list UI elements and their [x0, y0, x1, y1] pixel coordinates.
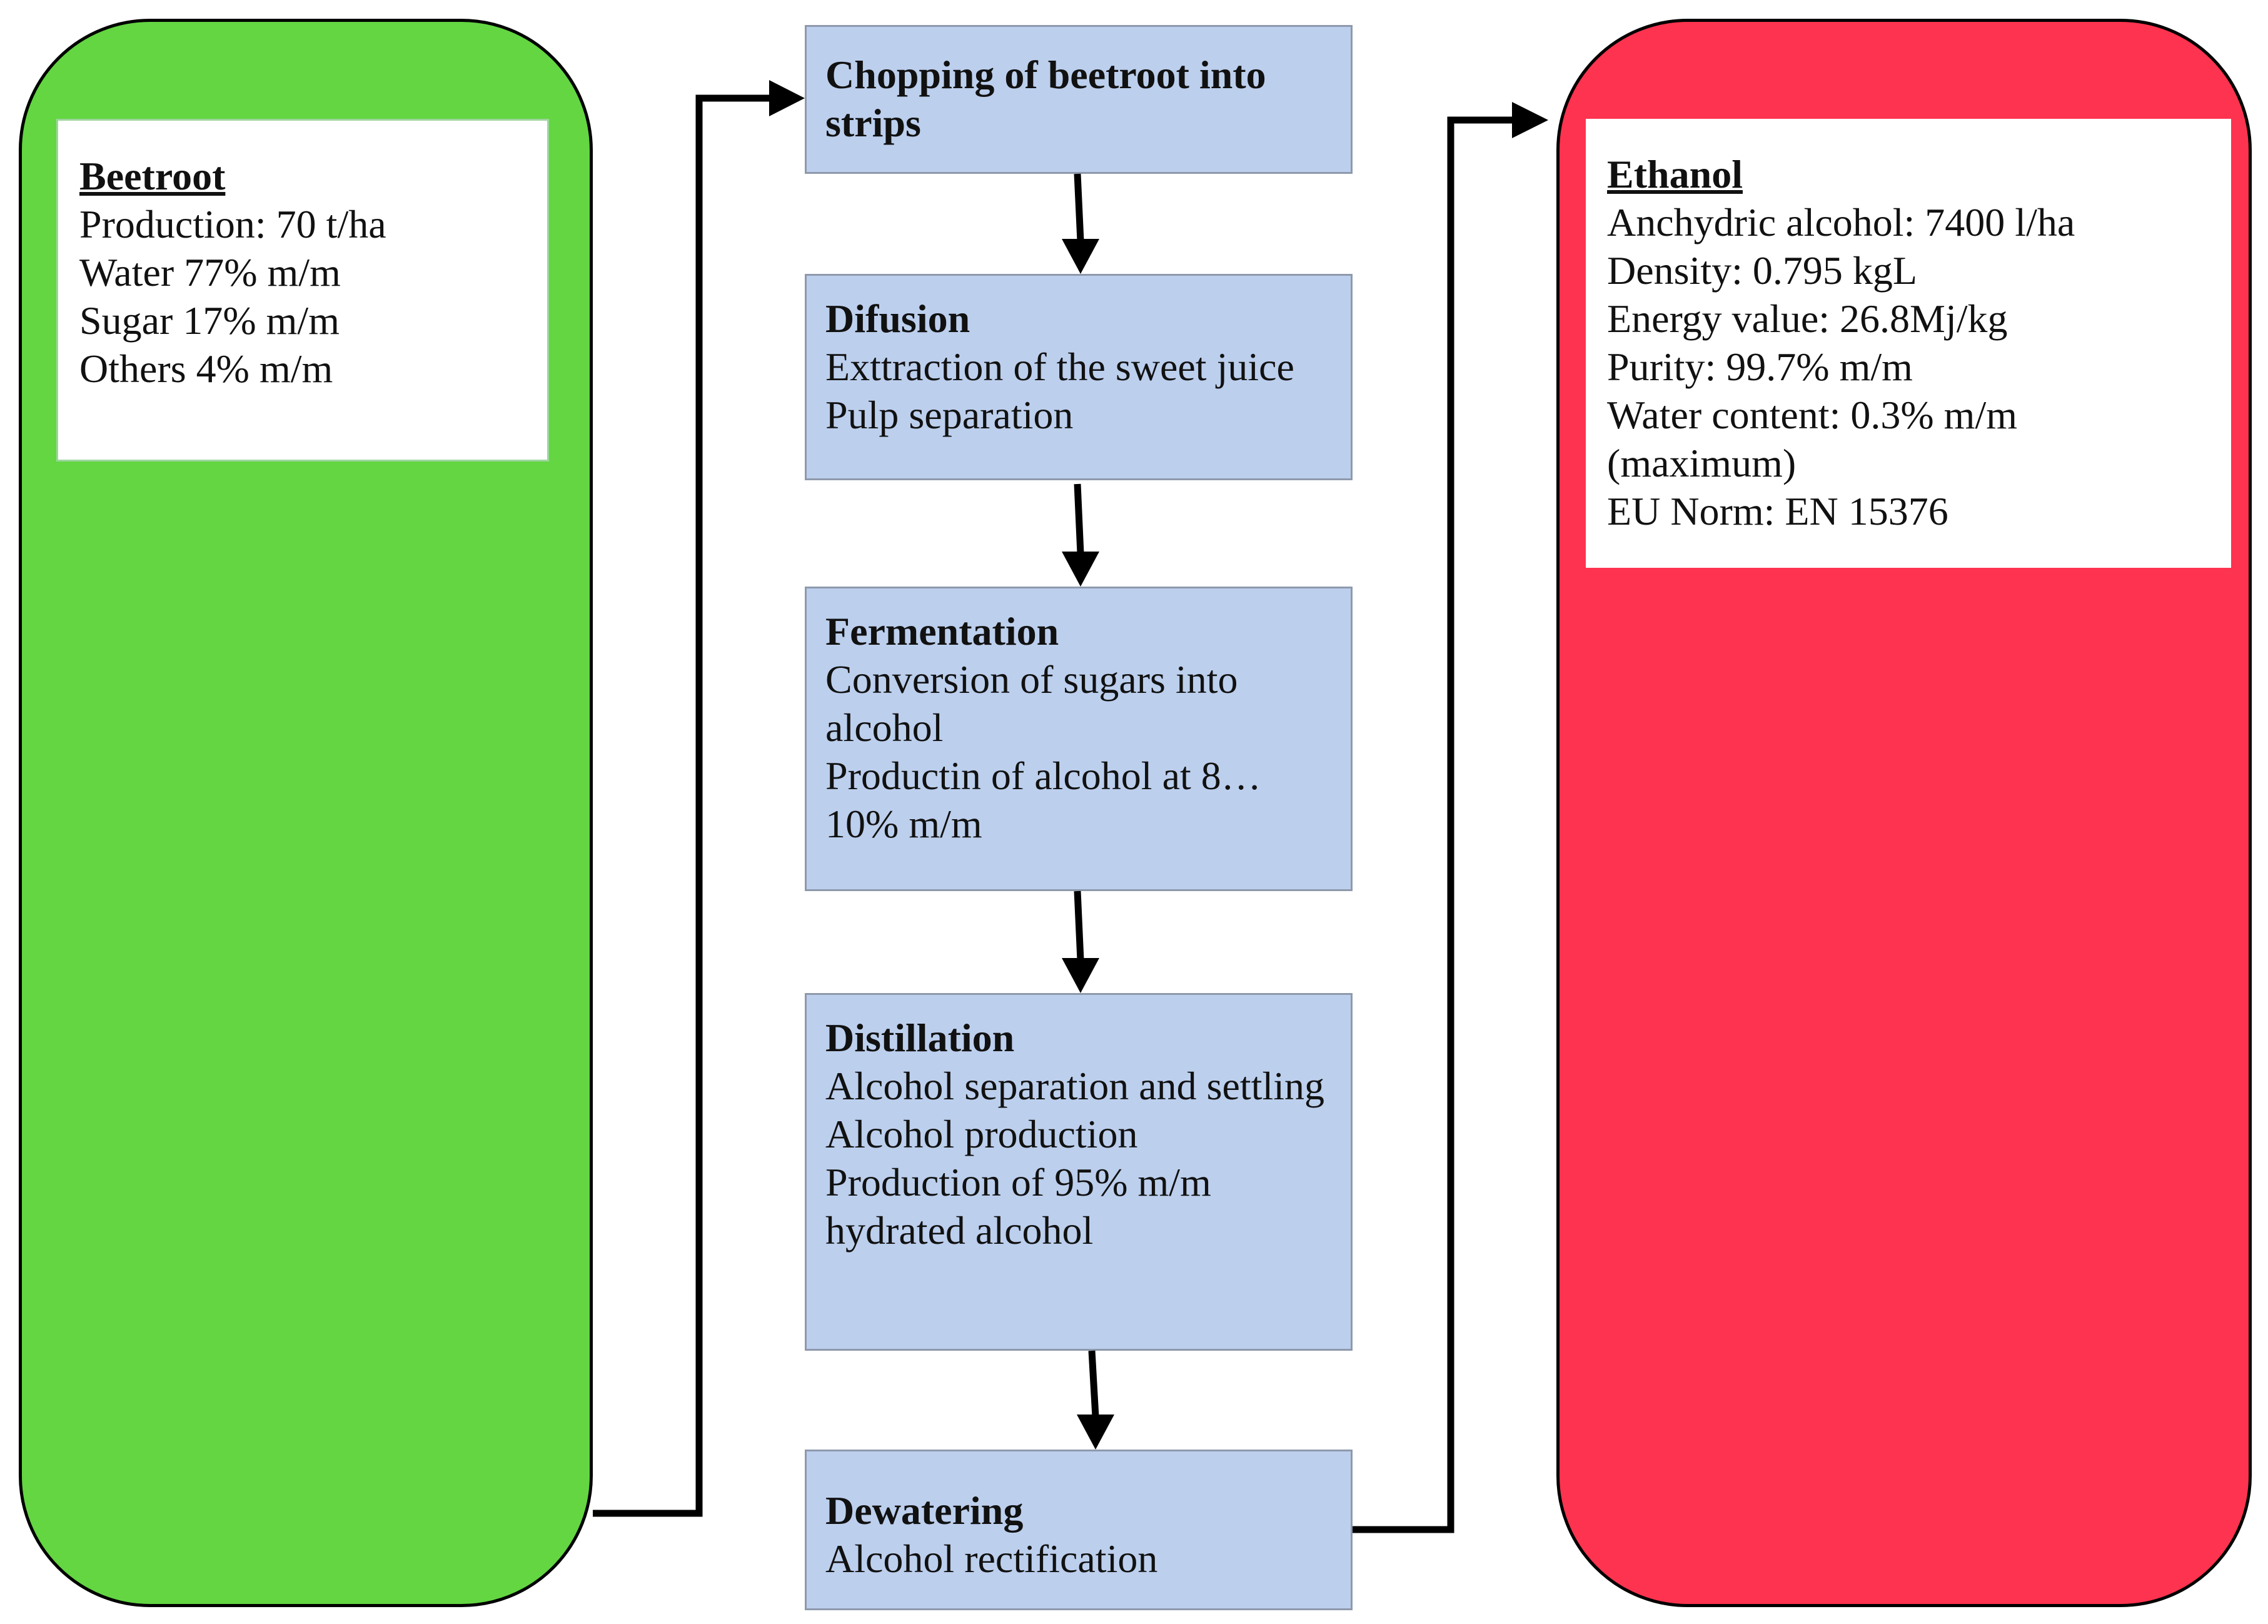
- step-title: Distillation: [825, 1016, 1015, 1060]
- arrow-fermentation-to-distillation: [1074, 890, 1084, 961]
- step-line: Alcohol separation and settling: [825, 1064, 1325, 1108]
- arrowhead-dewatering-to-ethanol: [1512, 102, 1548, 138]
- step-chopping: Chopping of beetroot into strips: [805, 25, 1353, 174]
- beetroot-title: Beetroot: [79, 154, 226, 198]
- step-fermentation: Fermentation Conversion of sugars into a…: [805, 587, 1353, 891]
- step-line: Production of 95% m/m hydrated alcohol: [825, 1160, 1211, 1253]
- arrowhead-beetroot-to-chopping: [769, 80, 805, 116]
- step-title: Dewatering: [825, 1488, 1024, 1533]
- step-dewatering: Dewatering Alcohol rectification: [805, 1450, 1353, 1610]
- arrow-difusion-to-fermentation: [1074, 483, 1084, 554]
- beetroot-line: Production: 70 t/ha: [79, 202, 386, 246]
- ethanol-title: Ethanol: [1607, 152, 1743, 196]
- step-title: Difusion: [825, 296, 970, 341]
- arrowhead-fermentation-to-distillation: [1062, 958, 1099, 993]
- arrow-chopping-to-difusion: [1074, 173, 1084, 241]
- arrowhead-difusion-to-fermentation: [1062, 552, 1099, 587]
- arrowhead-chopping-to-difusion: [1062, 239, 1099, 274]
- ethanol-line: Purity: 99.7% m/m: [1607, 345, 1913, 389]
- ethanol-line: EU Norm: EN 15376: [1607, 489, 1948, 533]
- ethanol-line: Energy value: 26.8Mj/kg: [1607, 296, 2008, 341]
- ethanol-info-box: Ethanol Anchydric alcohol: 7400 l/ha Den…: [1586, 119, 2231, 568]
- step-line: Conversion of sugars into alcohol: [825, 657, 1238, 750]
- arrowhead-distillation-to-dewatering: [1077, 1415, 1114, 1450]
- step-title: Chopping of beetroot into strips: [825, 53, 1266, 145]
- arrow-beetroot-to-chopping: [593, 94, 770, 1517]
- beetroot-line: Sugar 17% m/m: [79, 298, 340, 343]
- arrow-dewatering-to-ethanol: [1353, 116, 1513, 1533]
- step-line: Pulp separation: [825, 393, 1074, 437]
- step-line: Productin of alcohol at 8…10% m/m: [825, 754, 1261, 846]
- step-line: Exttraction of the sweet juice: [825, 345, 1294, 389]
- ethanol-line: Water content: 0.3% m/m (maximum): [1607, 393, 2017, 485]
- ethanol-line: Density: 0.795 kgL: [1607, 248, 1917, 293]
- beetroot-line: Others 4% m/m: [79, 346, 333, 391]
- beetroot-info-box: Beetroot Production: 70 t/ha Water 77% m…: [56, 119, 549, 461]
- step-difusion: Difusion Exttraction of the sweet juice …: [805, 274, 1353, 480]
- step-distillation: Distillation Alcohol separation and sett…: [805, 993, 1353, 1351]
- step-line: Alcohol rectification: [825, 1536, 1158, 1581]
- beetroot-line: Water 77% m/m: [79, 250, 341, 295]
- ethanol-line: Anchydric alcohol: 7400 l/ha: [1607, 200, 2075, 245]
- arrow-distillation-to-dewatering: [1088, 1350, 1099, 1417]
- step-title: Fermentation: [825, 609, 1059, 653]
- step-line: Alcohol production: [825, 1112, 1138, 1156]
